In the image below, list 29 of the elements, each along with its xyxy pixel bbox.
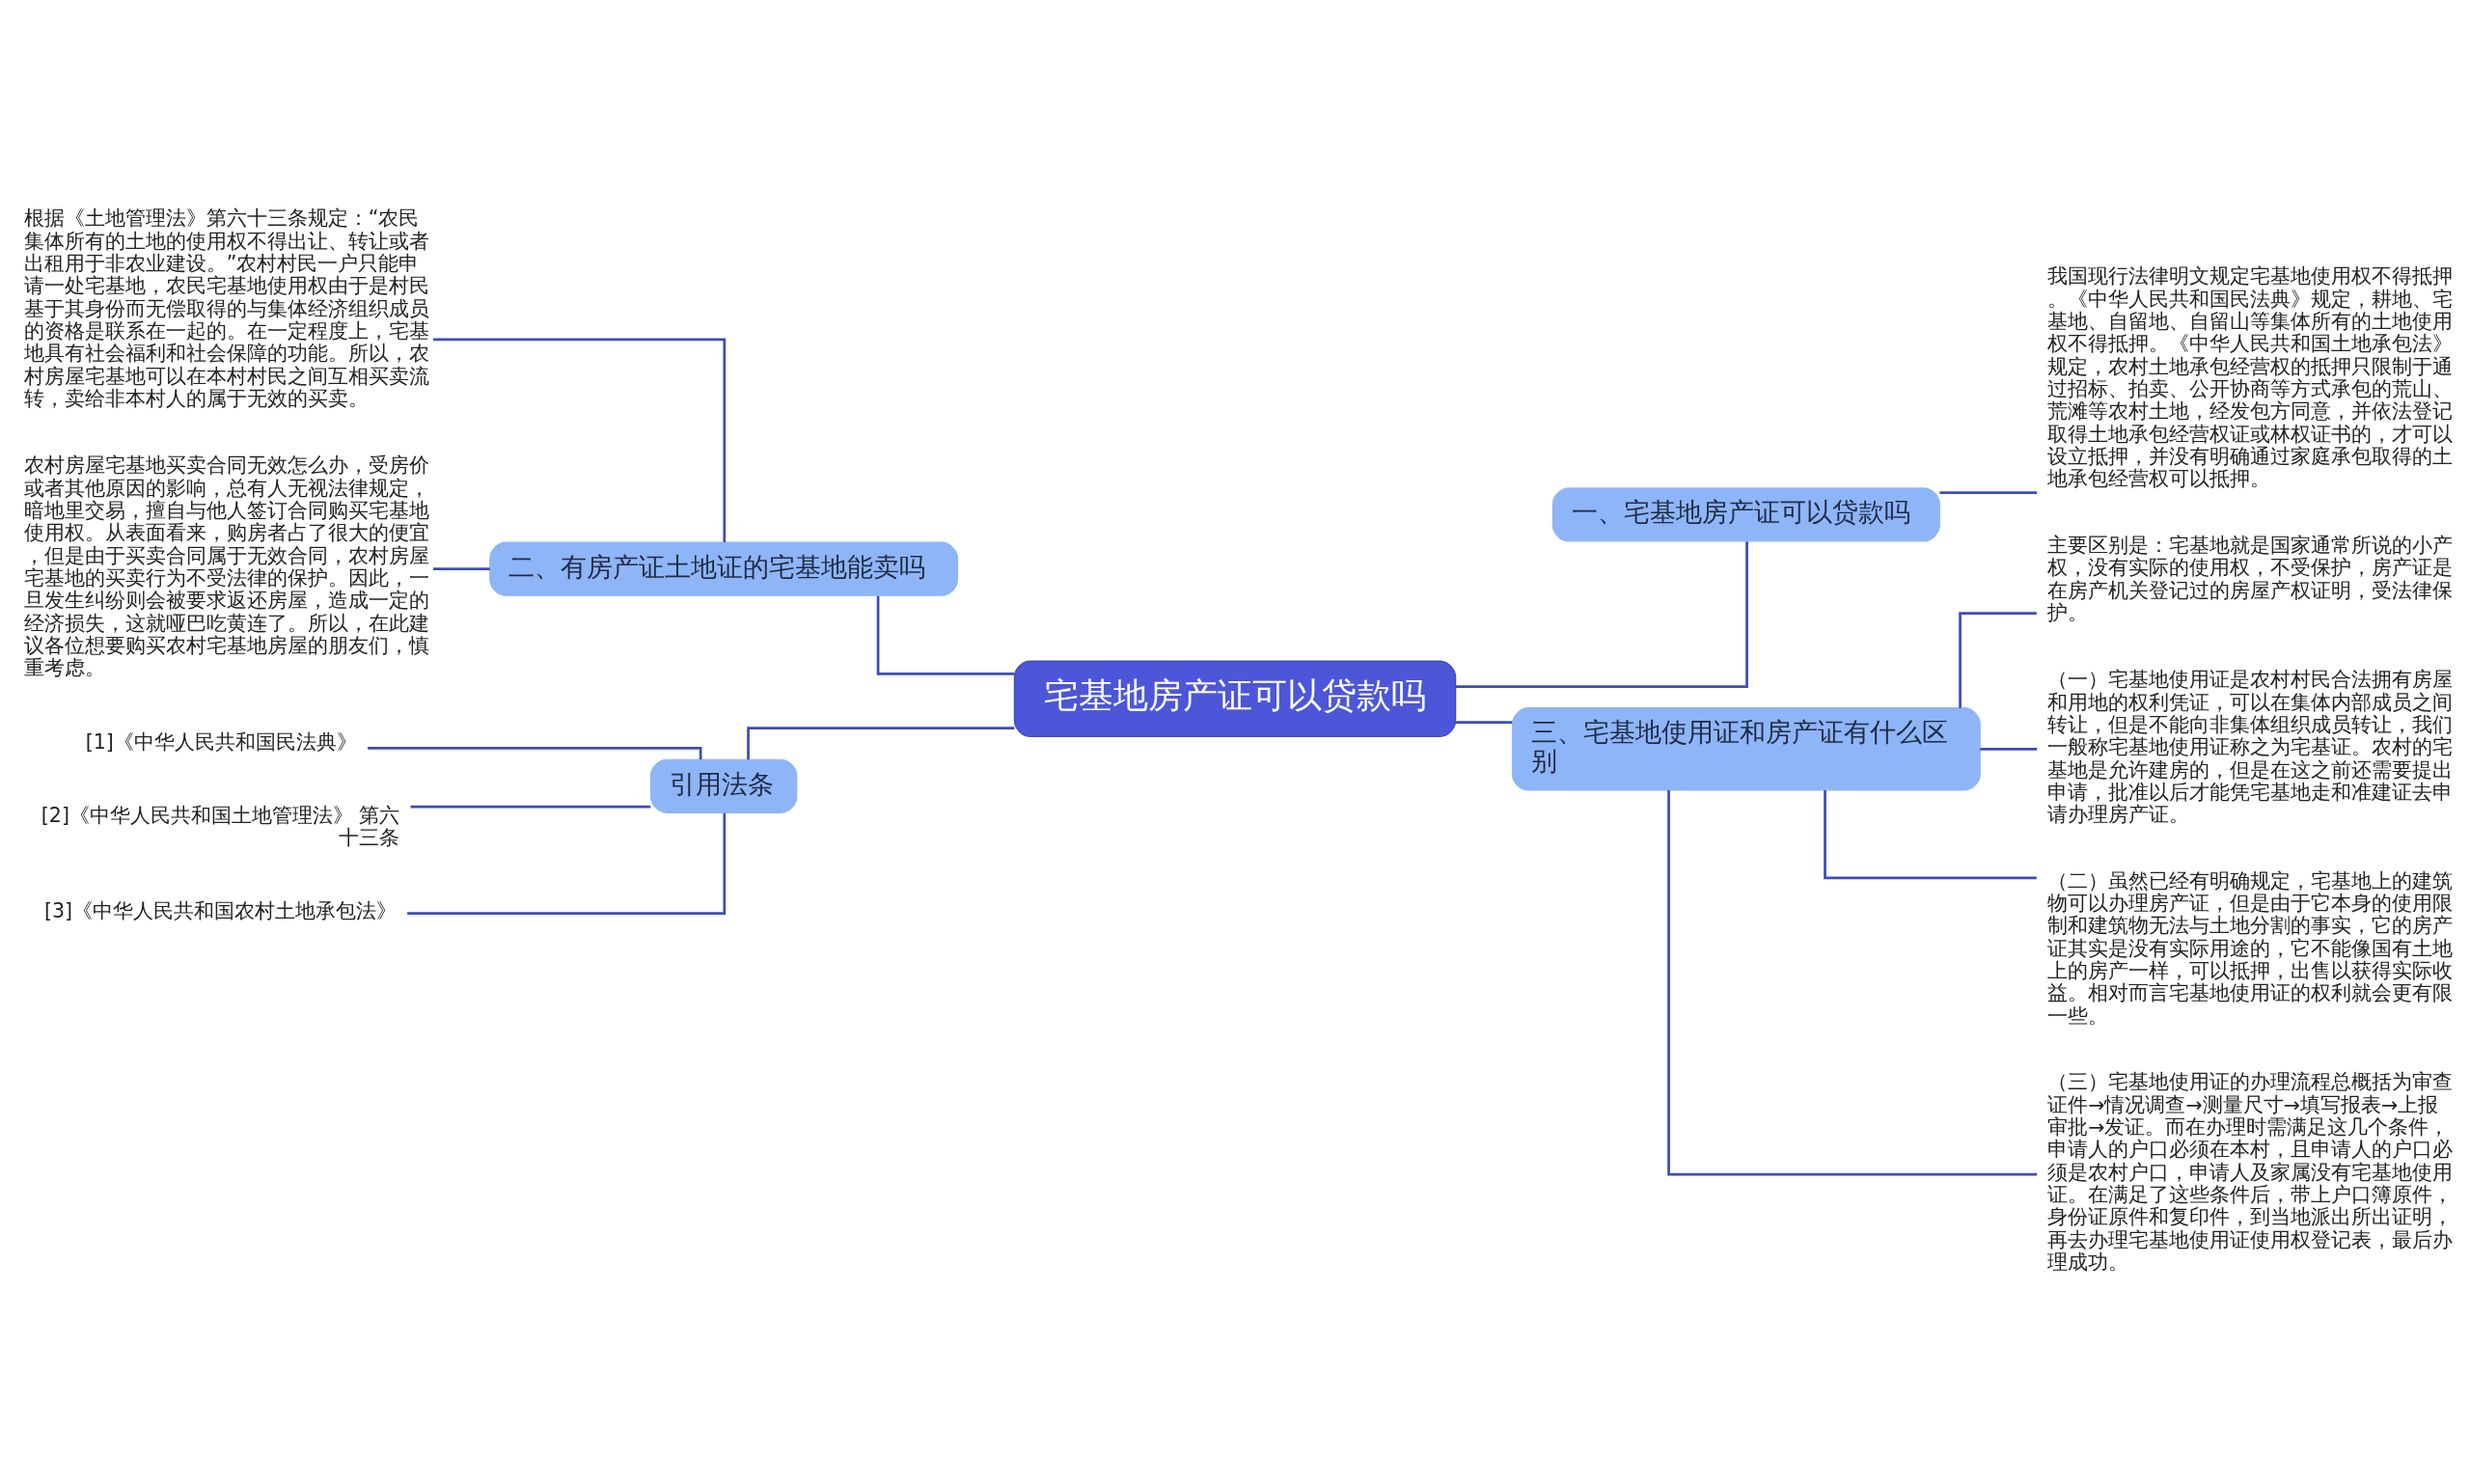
connector xyxy=(747,726,1015,759)
node-text: 根据《土地管理法》第六十三条规定：“农民集体所有的土地的使用权不得出让、转让或者出租用于非农业建设。”农村村民一户只能申请一处宅基地，农民宅基地使用权由于是村民基于其身份而无偿取得的与集体经济组织成员的资格是联系在一起的。在一定程度上，宅基地具有社会福利和社会保障的功能。所以，农村房屋宅基地可以在本村村民之间互相买卖流转，卖给非本村人的属于无效的买卖。 xyxy=(23,206,429,410)
connector xyxy=(410,805,651,808)
connector xyxy=(876,595,1014,675)
connector xyxy=(1455,720,1513,724)
node-text: （三）宅基地使用证的办理流程总概括为审查证件→情况调查→测量尺寸→填写报表→上报审批→发证。而在办理时需满足这几个条件，申请人的户口必须在本村，且申请人的户口必须是农村户口，申请人及家属没有宅基地使用证。在满足了这些条件后，带上户口簿原件，身份证原件和复印件，到当地派出所出证明，再去办理宅基地使用证使用权登记表，最后办理成功。 xyxy=(2047,1069,2454,1274)
node-text: 主要区别是：宅基地就是国家通常所说的小产权，没有实际的使用权，不受保护，房产证是在房产机关登记过的房屋产权证明，受法律保护。 xyxy=(2047,533,2454,624)
node-text: [3]《中华人民共和国农村土地承包法》 xyxy=(43,898,398,922)
connector xyxy=(432,337,727,542)
node-text: 我国现行法律明文规定宅基地使用权不得抵押。《中华人民共和国民法典》规定，耕地、宅基地、自留地、自留山等集体所有的土地使用权不得抵押。《中华人民共和国土地承包法》规定，农村土地承包经营权的抵押只限制于通过招标、拍卖、公开协商等方式承包的荒山、荒滩等农村土地，经发包方同意，并依法登记取得土地承包经营权证或林权证书的，才可以设立抵押，并没有明确通过家庭承包取得的土地承包经营权可以抵押。 xyxy=(2047,263,2454,490)
node-box: 三、宅基地使用证和房产证有什么区别 xyxy=(1511,706,1981,791)
node-text: 农村房屋宅基地买卖合同无效怎么办，受房价或者其他原因的影响，总有人无视法律规定，暗地里交易，擅自与他人签订合同购买宅基地使用权。从表面看来，购房者占了很大的便宜，但是由于买卖合同属于无效合同，农村房屋宅基地的买卖行为不受法律的保护。因此，一旦发生纠纷则会被要求返还房屋，造成一定的经济损失，这就哑巴吃黄连了。所以，在此建议各位想要购买农村宅基地房屋的朋友们，慎重考虑。 xyxy=(23,453,429,679)
node-box: 一、宅基地房产证可以贷款吗 xyxy=(1551,486,1940,542)
connector xyxy=(433,566,490,570)
connector xyxy=(1667,789,2038,1175)
node-text: [1]《中华人民共和国民法典》 xyxy=(85,729,357,754)
node-box: 引用法条 xyxy=(649,758,798,813)
node-text: （一）宅基地使用证是农村村民合法拥有房屋和用地的权利凭证，可以在集体内部成员之间转让，但是不能向非集体组织成员转让，我们一般称宅基地使用证称之为宅基证。农村的宅基地是允许建房的，但是在这之前还需要提出申请，批准以后才能凭宅基地走和准建证去申请办理房产证。 xyxy=(2047,667,2454,826)
connector xyxy=(1824,789,2037,879)
connector xyxy=(407,812,727,915)
connector xyxy=(1980,747,2038,751)
node-text: [2]《中华人民共和国土地管理法》 第六十三条 xyxy=(41,803,400,849)
connector xyxy=(1939,490,2038,494)
node-box: 宅基地房产证可以贷款吗 xyxy=(1013,659,1457,737)
connector xyxy=(1455,540,1748,688)
node-text: （二）虽然已经有明确规定，宅基地上的建筑物可以办理房产证，但是由于它本身的使用限制和建筑物无法与土地分割的事实，它的房产证其实是没有实际用途的，它不能像国有土地上的房产一样，可以抵押，出售以获得实际收益。相对而言宅基地使用证的权利就会更有限一些。 xyxy=(2047,868,2454,1028)
connector xyxy=(368,746,702,759)
node-box: 二、有房产证土地证的宅基地能卖吗 xyxy=(489,541,959,596)
connector xyxy=(1959,611,2037,708)
